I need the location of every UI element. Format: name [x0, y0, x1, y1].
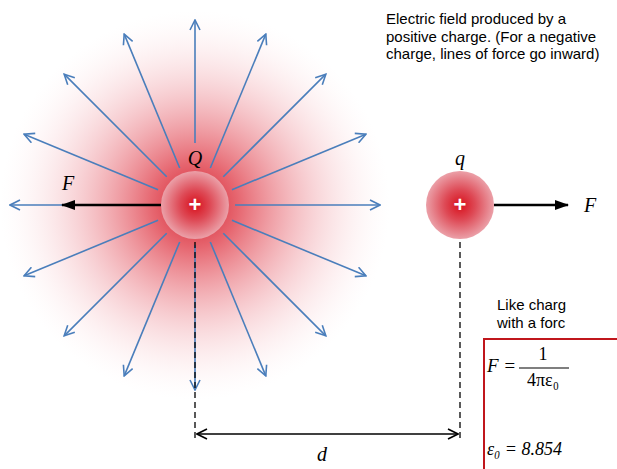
distance-label: d: [317, 443, 327, 465]
force-arrow: [494, 204, 568, 207]
field-line: [232, 134, 366, 189]
note-text: with a forc: [497, 315, 565, 332]
charge-circle: q+: [426, 171, 494, 239]
field-line: [124, 34, 179, 168]
note-text: Like charg: [497, 297, 566, 314]
field-line: [223, 74, 326, 177]
charge-circle: Q+: [161, 171, 229, 239]
formula-numerator: 1: [519, 345, 567, 365]
formula-term: F =: [487, 356, 516, 377]
field-line: [64, 233, 167, 336]
charge-label: q: [426, 147, 494, 169]
force-arrow: [62, 204, 161, 207]
dashed-guide: [459, 242, 460, 442]
charge-disc: [426, 171, 494, 239]
charge-sign: +: [161, 193, 229, 217]
caption-note: Electric field produced by a positive ch…: [386, 10, 610, 63]
constant-value: ε₀ = 8.854: [487, 440, 562, 460]
field-line: [24, 134, 158, 189]
force-label: F: [584, 194, 596, 216]
fraction-bar: [519, 367, 569, 368]
formula-box: F =1 4πε₀ ε₀ = 8.854: [483, 338, 617, 469]
charge-label: Q: [161, 147, 229, 169]
field-line: [223, 233, 326, 336]
field-line: [124, 242, 179, 376]
dashed-guide: [194, 242, 195, 442]
field-line: [235, 204, 380, 206]
formula-border: [484, 339, 617, 469]
formula-denominator: 4πε₀: [517, 371, 569, 391]
field-line: [194, 20, 196, 143]
field-line: [24, 220, 158, 275]
field-glow: [0, 10, 390, 400]
charge-sign: +: [426, 193, 494, 217]
field-line: [232, 220, 366, 275]
field-line: [64, 74, 167, 177]
field-line: [210, 242, 265, 376]
field-line: [210, 34, 265, 168]
dimension-arrow: [197, 433, 458, 435]
charge-disc: [161, 171, 229, 239]
force-label: F: [62, 172, 74, 194]
